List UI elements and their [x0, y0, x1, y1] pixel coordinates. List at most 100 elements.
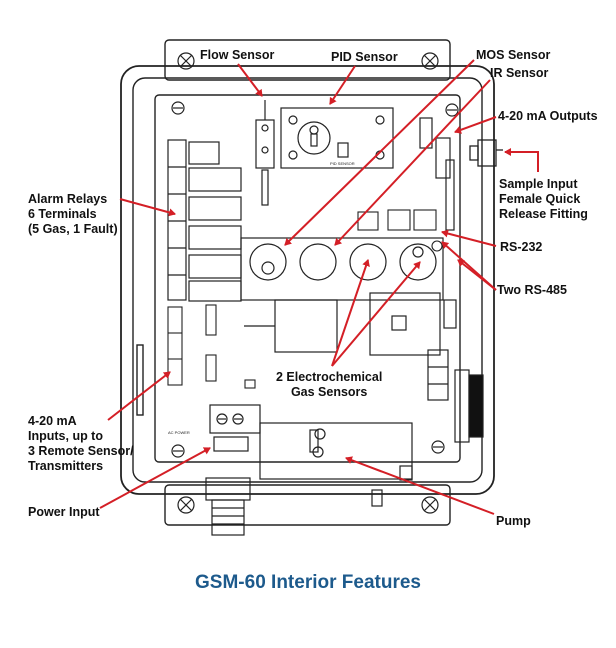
arrow-outputs	[454, 116, 497, 134]
enclosure-inner-wall	[132, 77, 483, 483]
label-sample-input: Sample Input Female Quick Release Fittin…	[499, 177, 588, 222]
electrochemical-line-2: Gas Sensors	[290, 385, 368, 399]
label-mos-sensor: MOS Sensor	[476, 48, 551, 62]
bottom-mounting-flange	[164, 484, 451, 526]
alarm-relay-block	[167, 139, 242, 302]
arrow-ir-sensor	[334, 79, 491, 246]
label-pump: Pump	[496, 514, 531, 528]
arrow-mos-sensor	[284, 59, 475, 246]
arrow-electrochemical-a	[331, 259, 370, 367]
label-outputs: 4-20 mA Outputs	[498, 109, 598, 123]
pid-sensor-element	[297, 121, 331, 155]
led	[244, 379, 256, 389]
mounting-hole	[177, 52, 195, 70]
cable-gland-right	[468, 374, 484, 438]
sensor-well-electrochemical	[399, 243, 437, 281]
top-mounting-flange	[164, 39, 451, 81]
gland-body	[211, 499, 245, 536]
arrow-rs-485-b	[457, 259, 497, 291]
mounting-hole	[421, 496, 439, 514]
sensor-housing-right	[369, 292, 441, 356]
label-power-input: Power Input	[28, 505, 100, 519]
label-flow-sensor: Flow Sensor	[200, 48, 275, 62]
sensor-housing-left	[274, 299, 338, 353]
inputs-line-4: Transmitters	[28, 459, 104, 473]
alarm-relays-line-1: Alarm Relays	[28, 192, 108, 206]
side-latch	[136, 344, 144, 416]
label-pid-sensor: PID Sensor	[331, 50, 398, 64]
electrochemical-housing	[244, 292, 484, 443]
arrow-rs-232	[441, 229, 497, 247]
mounting-hole	[421, 52, 439, 70]
sample-input-line-2: Female Quick	[499, 192, 581, 206]
figure-caption: GSM-60 Interior Features	[195, 572, 421, 593]
relay-terminal-strip	[167, 139, 187, 301]
relay	[188, 225, 242, 250]
mos-ir-sensor-area	[419, 117, 455, 231]
output-terminal-strip	[427, 349, 449, 401]
sample-input-line-3: Release Fitting	[499, 207, 588, 221]
pointer-arrows	[99, 59, 539, 515]
electrochemical-line-1: 2 Electrochemical	[276, 370, 383, 384]
sensor-well	[299, 243, 337, 281]
circuit-board	[154, 94, 461, 463]
ac-power-tag: AC POWER	[168, 430, 190, 435]
flow-sensor-leads	[261, 169, 269, 206]
arrow-sample-input	[504, 148, 539, 172]
sensor-well-mos	[249, 243, 287, 281]
label-alarm-relays: Alarm Relays 6 Terminals (5 Gas, 1 Fault…	[28, 192, 118, 237]
pid-sensor: PID SENSOR	[280, 107, 394, 169]
ir-sensor-housing	[435, 137, 451, 179]
arrow-alarm-relays	[119, 198, 176, 217]
board-screw	[431, 440, 445, 454]
label-rs-485: Two RS-485	[497, 283, 567, 297]
sensor-manifold	[240, 237, 444, 301]
pump	[259, 422, 413, 481]
rs-485-connector	[413, 209, 437, 231]
arrow-inputs	[107, 371, 171, 421]
comm-connectors	[357, 209, 443, 252]
remote-input-terminals	[167, 304, 256, 389]
sensor-well-electrochemical	[349, 243, 387, 281]
arrow-electrochemical-b	[331, 261, 421, 367]
rs-232-connector	[357, 211, 379, 231]
board-screw	[445, 103, 459, 117]
inputs-line-3: 3 Remote Sensor/	[28, 444, 134, 458]
manifold-block	[240, 237, 444, 301]
arrow-pump	[345, 456, 495, 515]
connector	[205, 354, 217, 382]
sample-input-fitting	[469, 139, 503, 167]
relay	[188, 196, 242, 221]
sample-input-line-1: Sample Input	[499, 177, 578, 191]
mounting-hole	[177, 496, 195, 514]
label-electrochemical: 2 Electrochemical Gas Sensors	[276, 370, 382, 400]
power-input-block: AC POWER	[168, 404, 261, 452]
side-panel	[454, 369, 470, 443]
input-terminal-strip	[167, 306, 183, 386]
connector	[205, 304, 217, 336]
arrow-flow-sensor	[237, 63, 263, 97]
arrow-power-input	[99, 447, 211, 509]
flow-sensor-body	[255, 119, 275, 169]
enclosure-outer-wall	[120, 65, 495, 495]
rs-485-connector	[387, 209, 411, 231]
label-ir-sensor: IR Sensor	[490, 66, 549, 80]
power-terminal	[209, 404, 261, 434]
arrow-pid-sensor	[329, 65, 356, 105]
label-rs-232: RS-232	[500, 240, 543, 254]
relay	[188, 280, 242, 302]
alarm-relays-line-3: (5 Gas, 1 Fault)	[28, 222, 118, 236]
board-screw	[171, 444, 185, 458]
alarm-relays-line-2: 6 Terminals	[28, 207, 97, 221]
relay	[188, 167, 242, 192]
exhaust-fitting	[371, 489, 383, 507]
pid-sensor-tag: PID SENSOR	[330, 161, 355, 166]
inputs-line-2: Inputs, up to	[28, 429, 103, 443]
mounting-holes	[171, 52, 459, 514]
bottom-cable-gland	[205, 477, 383, 536]
board-screw	[171, 101, 185, 115]
relay	[188, 254, 242, 279]
label-inputs: 4-20 mA Inputs, up to 3 Remote Sensor/ T…	[28, 414, 134, 474]
flow-sensor	[255, 100, 275, 206]
